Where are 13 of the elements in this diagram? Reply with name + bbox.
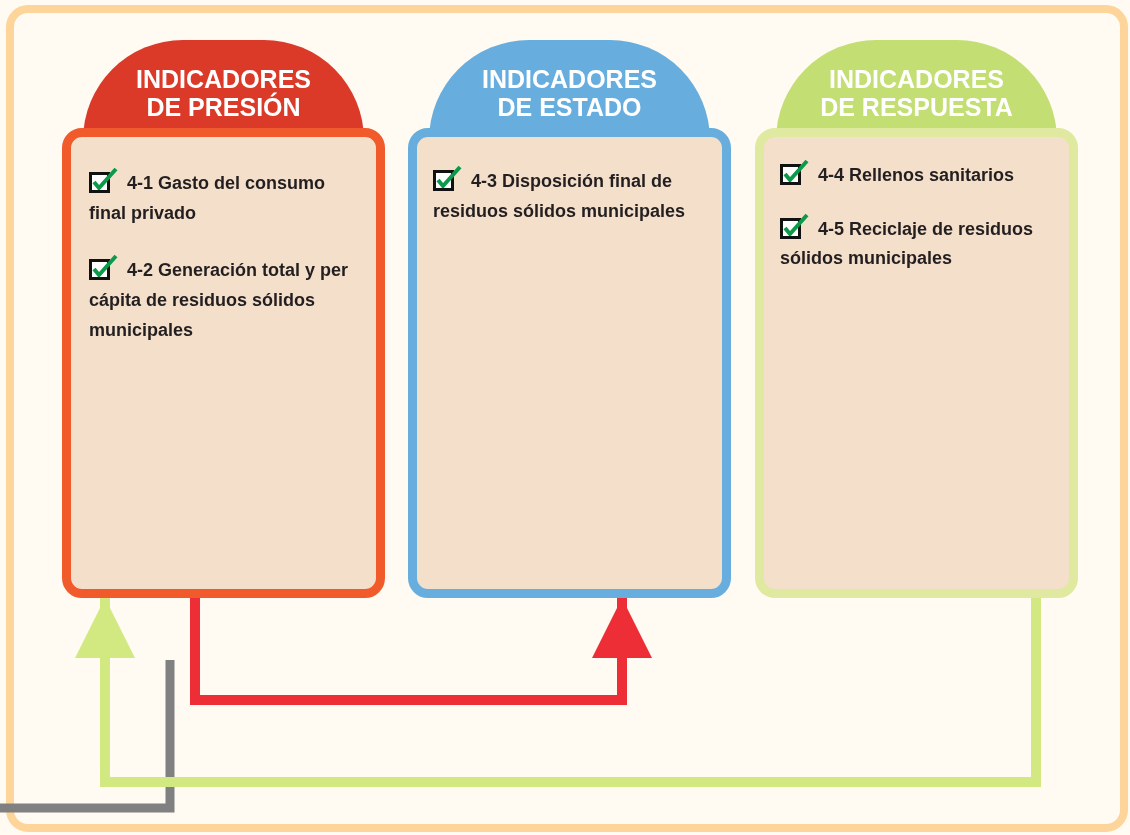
indicator-column [755, 40, 1078, 598]
indicator-column [62, 40, 385, 598]
indicator-item: 4-5 Reciclaje de residuos sólidos municipales [780, 212, 1055, 275]
column-heading: INDICADORES DE ESTADO [481, 66, 658, 121]
indicator-item: 4-2 Generación total y per cápita de residuos sólidos municipales [89, 254, 362, 346]
indicator-column [408, 40, 731, 598]
indicator-item: 4-1 Gasto del consumo final privado [89, 167, 362, 229]
arrow [190, 598, 652, 705]
column-heading: INDICADORES DE RESPUESTA [819, 66, 1014, 121]
indicator-item: 4-3 Disposición final de residuos sólidos municipales [433, 165, 708, 227]
column-heading: INDICADORES DE PRESIÓN [135, 66, 312, 121]
arrow [75, 598, 1041, 787]
indicator-item: 4-4 Rellenos sanitarios [780, 159, 1055, 191]
